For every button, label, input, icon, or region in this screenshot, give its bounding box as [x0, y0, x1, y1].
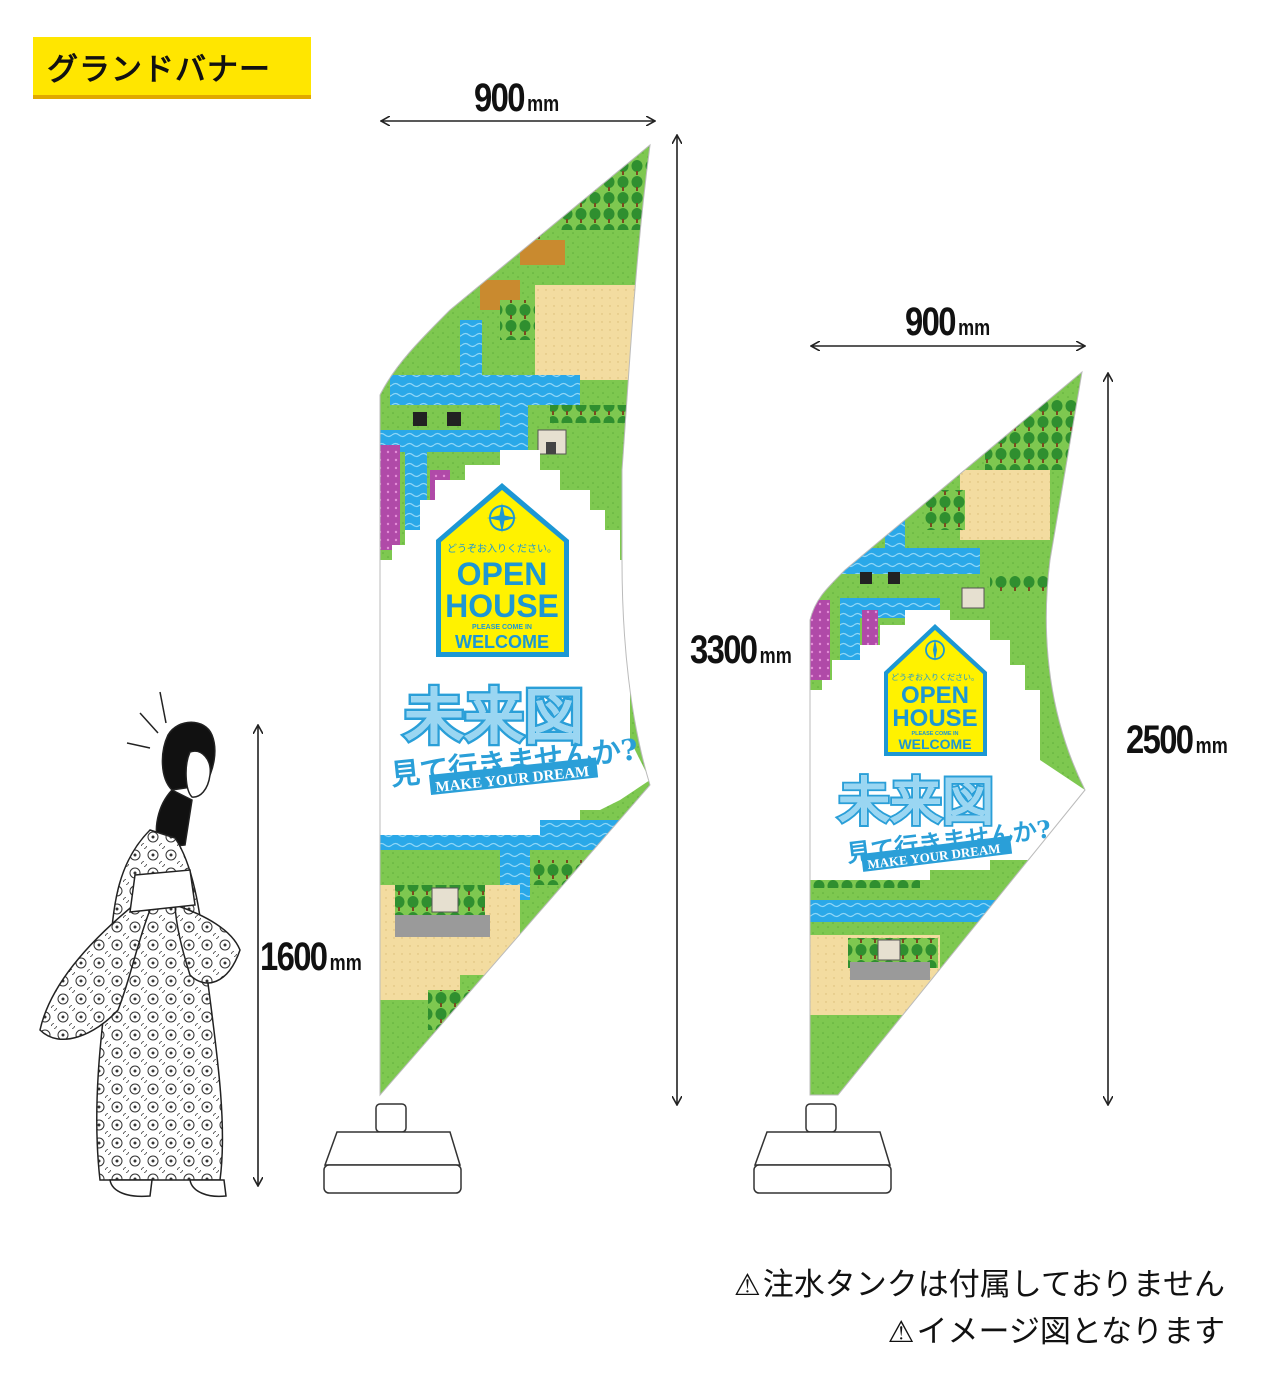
short-height-value: 2500 — [1126, 718, 1194, 762]
headline-small: 未来図 — [838, 773, 994, 833]
open-house-logo: どうぞお入りください。 OPEN HOUSE PLEASE COME IN WE… — [436, 483, 569, 657]
logo-open: OPEN — [457, 556, 548, 592]
notes: ⚠注水タンクは付属しておりません ⚠イメージ図となります — [734, 1262, 1225, 1356]
tall-width-value: 900 — [474, 76, 525, 120]
short-width-unit: mm — [958, 315, 991, 340]
headline-fill: 未来図 — [404, 683, 584, 753]
logo-open-small: OPEN — [901, 682, 969, 709]
tall-height-value: 3300 — [690, 628, 758, 672]
headline: 未来図 — [404, 683, 584, 753]
tall-width-unit: mm — [527, 91, 560, 116]
short-banner: どうぞお入りください。 OPEN HOUSE PLEASE COME IN WE… — [753, 370, 1086, 1194]
person-figure — [39, 691, 241, 1198]
note-text-2: イメージ図となります — [916, 1314, 1225, 1350]
logo-house-small: HOUSE — [892, 705, 977, 732]
page-title: グランドバナー — [47, 51, 271, 88]
tall-height-unit: mm — [759, 643, 792, 668]
note-line-2: ⚠イメージ図となります — [734, 1309, 1225, 1356]
logo-welcome-small: WELCOME — [898, 736, 971, 752]
headline-small-fill: 未来図 — [838, 773, 994, 833]
dimension-arrows — [258, 121, 1108, 1185]
warning-triangle-icon: ⚠ — [733, 1268, 761, 1303]
logo-house: HOUSE — [445, 588, 559, 624]
person-height-value: 1600 — [260, 935, 328, 979]
tall-banner: どうぞお入りください。 OPEN HOUSE PLEASE COME IN WE… — [323, 143, 651, 1194]
page-title-tag: グランドバナー — [33, 37, 311, 99]
warning-triangle-icon: ⚠ — [887, 1315, 915, 1350]
person-height-unit: mm — [329, 950, 362, 975]
logo-welcome: WELCOME — [455, 632, 549, 652]
logo-please-small: PLEASE COME IN — [911, 731, 958, 737]
logo-please: PLEASE COME IN — [472, 624, 532, 631]
open-house-logo-small: どうぞお入りください。 OPEN HOUSE PLEASE COME IN WE… — [884, 624, 987, 756]
note-text-1: 注水タンクは付属しておりません — [762, 1267, 1225, 1303]
logo-greeting-small: どうぞお入りください。 — [891, 673, 979, 682]
short-height-unit: mm — [1195, 733, 1228, 758]
logo-greeting: どうぞお入りください。 — [447, 543, 557, 555]
short-width-value: 900 — [905, 300, 956, 344]
note-line-1: ⚠注水タンクは付属しておりません — [734, 1262, 1225, 1309]
